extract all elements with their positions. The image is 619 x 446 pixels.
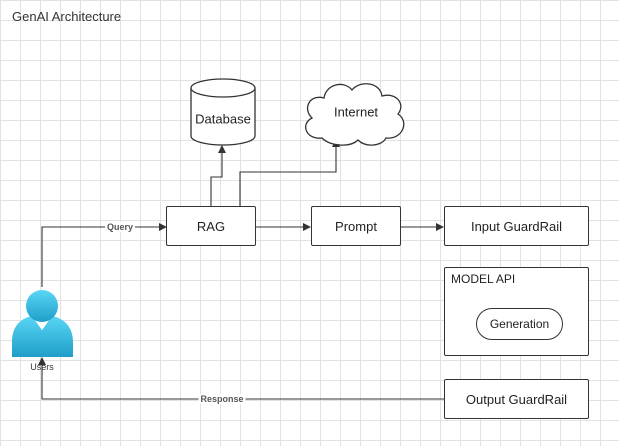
database-cylinder	[190, 78, 256, 146]
model-api-label: MODEL API	[451, 272, 516, 286]
output-guardrail-node[interactable]: Output GuardRail	[444, 379, 589, 419]
internet-cloud	[305, 83, 405, 146]
diagram-title: GenAI Architecture	[12, 9, 122, 24]
prompt-label: Prompt	[335, 218, 377, 234]
users-icon	[12, 290, 73, 357]
generation-label: Generation	[489, 317, 550, 331]
output-guardrail-label: Output GuardRail	[465, 391, 568, 407]
input-guardrail-node[interactable]: Input GuardRail	[444, 206, 589, 246]
users-label: Users	[30, 362, 54, 372]
rag-to-internet-connector	[239, 139, 340, 206]
rag-node[interactable]: RAG	[166, 206, 256, 246]
prompt-node[interactable]: Prompt	[311, 206, 401, 246]
internet-label: Internet	[333, 104, 379, 120]
query-edge-label: Query	[104, 222, 136, 232]
rag-label: RAG	[196, 218, 226, 234]
input-guardrail-label: Input GuardRail	[470, 218, 563, 234]
response-edge-label: Response	[198, 394, 246, 404]
rag-to-database-connector	[210, 145, 226, 206]
query-connector	[41, 223, 167, 287]
generation-node[interactable]: Generation	[476, 308, 563, 340]
database-label: Database	[195, 111, 251, 127]
response-connector	[38, 357, 444, 400]
